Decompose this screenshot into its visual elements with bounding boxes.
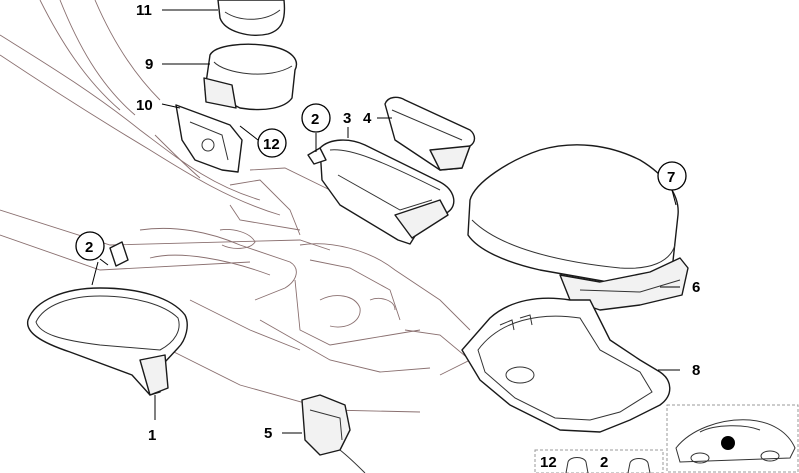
- callout-7: 7: [667, 169, 675, 186]
- callout-5: 5: [264, 425, 272, 442]
- part-4-tray-insert: [377, 96, 476, 171]
- legend-label-12: 12: [540, 454, 557, 471]
- part-7-armrest-lid: [467, 144, 679, 286]
- circled-callout-2-top: 2: [301, 103, 331, 133]
- circled-callout-2-left: 2: [75, 231, 105, 261]
- part-2-small-clip-left: [91, 241, 129, 286]
- part-1-storage-compartment: [27, 287, 188, 420]
- callout-11: 11: [136, 2, 152, 19]
- circled-callout-7: 7: [657, 161, 687, 191]
- callout-1: 1: [148, 427, 156, 444]
- part-2-small-clip-top: [307, 133, 327, 165]
- callout-6: 6: [692, 279, 700, 296]
- callout-8: 8: [692, 362, 700, 379]
- small-parts-legend: 12 2: [534, 449, 664, 473]
- callout-2-left: 2: [85, 239, 93, 256]
- callout-2-top: 2: [311, 111, 319, 128]
- callout-10: 10: [136, 97, 153, 114]
- circled-callout-12: 12: [257, 128, 287, 158]
- callout-9: 9: [145, 56, 153, 73]
- console-floor-outline: [0, 0, 471, 413]
- part-3-storage-tray: [319, 127, 455, 245]
- part-11-cup-holder: [162, 0, 286, 36]
- part-5-switch: [282, 394, 366, 473]
- callout-3: 3: [343, 110, 351, 127]
- part-9-insert-ring: [162, 43, 297, 111]
- car-locator-inset: [666, 404, 799, 473]
- location-marker-dot: [721, 436, 735, 450]
- part-10-bracket: [161, 103, 259, 173]
- legend-label-2: 2: [600, 454, 608, 471]
- callout-12: 12: [263, 136, 280, 153]
- part-8-console-shell: [461, 297, 680, 433]
- callout-4: 4: [363, 110, 372, 127]
- callout-labels: 11 9 10 3 4 6 8 1 5: [136, 2, 700, 444]
